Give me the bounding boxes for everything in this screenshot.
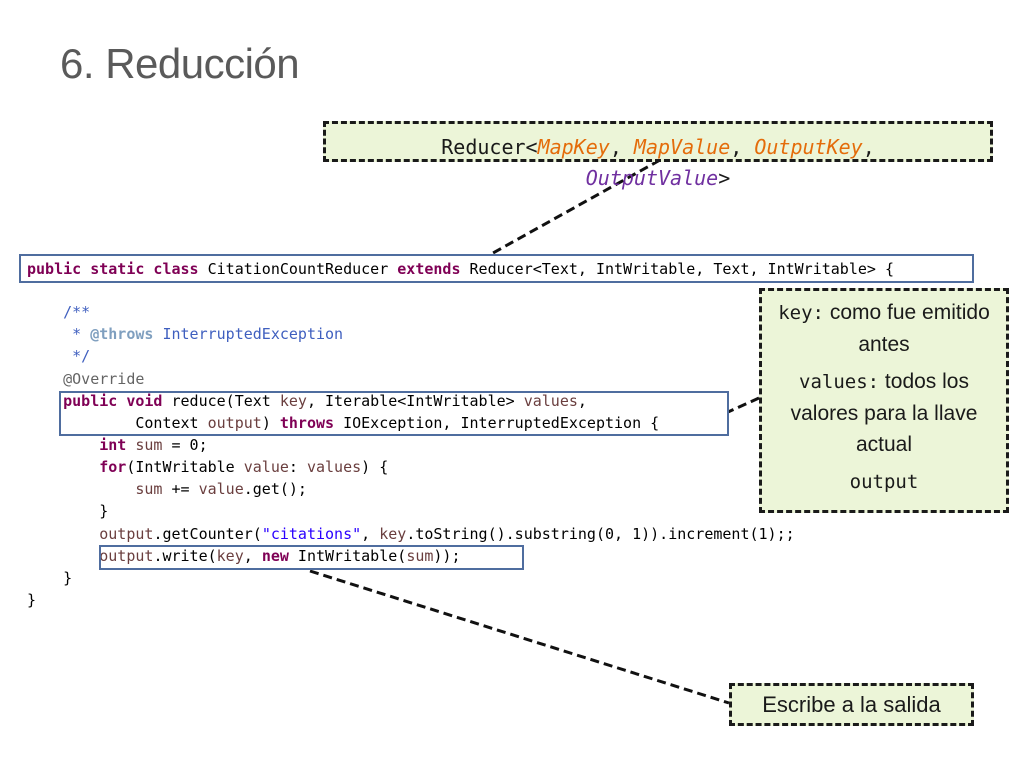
code-text: ) { [361,458,389,476]
code-text: , [361,525,380,543]
code-line-counter: output.getCounter("citations", key.toStr… [27,523,795,545]
signature-map-key: MapKey [537,135,610,159]
code-line-override: @Override [27,370,145,388]
parameters-note-callout: key: como fue emitido antes values: todo… [759,288,1009,513]
values-description: todos los valores para la llave actual [790,370,978,456]
write-note-callout: Escribe a la salida [729,683,974,726]
code-text [27,436,99,454]
write-note-text: Escribe a la salida [762,692,941,717]
code-var: key [379,525,407,543]
code-text: IOException, InterruptedException { [334,414,660,432]
code-text: (IntWritable [126,458,244,476]
output-code: output [849,471,919,493]
connector-parameters [727,396,760,414]
code-kw: int [99,436,127,454]
code-line-int: int sum = 0; [27,434,208,456]
code-text: reduce(Text [162,392,280,410]
code-var: output [207,414,262,432]
code-text: IntWritable( [288,547,407,565]
code-var: values [523,392,578,410]
code-var: sum [135,436,163,454]
code-var: sum [135,480,163,498]
code-line-close-class: } [27,591,37,609]
code-text: .write( [153,547,217,565]
code-kw: public static class [27,260,199,278]
code-line-for: for(IntWritable value: values) { [27,456,388,478]
code-text: Reducer<Text, IntWritable, Text, IntWrit… [460,260,894,278]
code-var: key [279,392,307,410]
code-string: "citations" [261,525,362,543]
code-line-javadoc-throws: * @throws InterruptedException [27,323,343,345]
code-text: , [243,547,262,565]
values-code: values: [799,371,880,393]
code-line-javadoc-open: /** [27,303,91,321]
signature-prefix: Reducer< [441,135,538,159]
code-var: value [243,458,289,476]
code-text [27,525,99,543]
code-line-reduce-sig: public void reduce(Text key, Iterable<In… [27,390,587,412]
code-kw: public void [63,392,163,410]
reducer-signature-callout: Reducer<MapKey, MapValue, OutputKey, Outp… [323,121,993,190]
code-line-close-method: } [27,569,73,587]
code-text: .getCounter( [153,525,262,543]
code-text: InterruptedException [153,325,344,343]
code-line-class: public static class CitationCountReducer… [27,258,894,280]
code-line-close-for: } [27,502,109,520]
code-kw: throws [279,414,335,432]
key-note: key: como fue emitido antes [770,297,998,360]
code-var: output [99,547,154,565]
code-kw: for [99,458,127,476]
code-text: .toString().substring(0, 1)).increment(1… [406,525,795,543]
code-line-javadoc-close: */ [27,347,91,365]
slide-title: 6. Reducción [60,40,300,87]
values-note: values: todos los valores para la llave … [770,366,998,460]
write-call-highlight [99,545,524,570]
connector-reducer [492,158,661,255]
class-declaration-highlight [19,254,974,283]
code-text: * [27,325,91,343]
code-text: Context [27,414,208,432]
code-text: ) [261,414,280,432]
signature-sep: , [862,135,875,159]
output-note: output [770,466,998,498]
key-description: como fue emitido antes [824,301,990,356]
code-var: key [216,547,244,565]
signature-output-value: OutputValue [585,166,719,190]
reducer-signature-text: Reducer<MapKey, MapValue, OutputKey, Outp… [323,132,993,194]
code-line-sum: sum += value.get(); [27,478,307,500]
code-text [27,480,135,498]
signature-map-value: MapValue [633,135,731,159]
code-text: : [288,458,307,476]
code-class-name: CitationCountReducer [198,260,398,278]
code-var: value [198,480,244,498]
code-text: , [577,392,587,410]
signature-sep: , [730,135,755,159]
signature-suffix: > [718,166,731,190]
code-javadoc-tag: @throws [90,325,154,343]
code-text: += [162,480,199,498]
code-kw: new [261,547,289,565]
code-kw: extends [397,260,461,278]
reduce-signature-highlight [59,391,729,436]
code-line-write: output.write(key, new IntWritable(sum)); [27,545,461,567]
code-text: .get(); [243,480,307,498]
code-line-reduce-sig-2: Context output) throws IOException, Inte… [27,412,659,434]
signature-sep: , [609,135,634,159]
code-text: )); [433,547,461,565]
signature-output-key: OutputKey [754,135,863,159]
code-var: values [306,458,362,476]
connector-write [309,569,730,705]
code-var: output [99,525,154,543]
code-text: , Iterable<IntWritable> [306,392,524,410]
code-var: sum [406,547,434,565]
code-text: = 0; [162,436,208,454]
key-code: key: [778,302,824,324]
code-text [27,458,99,476]
code-text [27,547,99,565]
